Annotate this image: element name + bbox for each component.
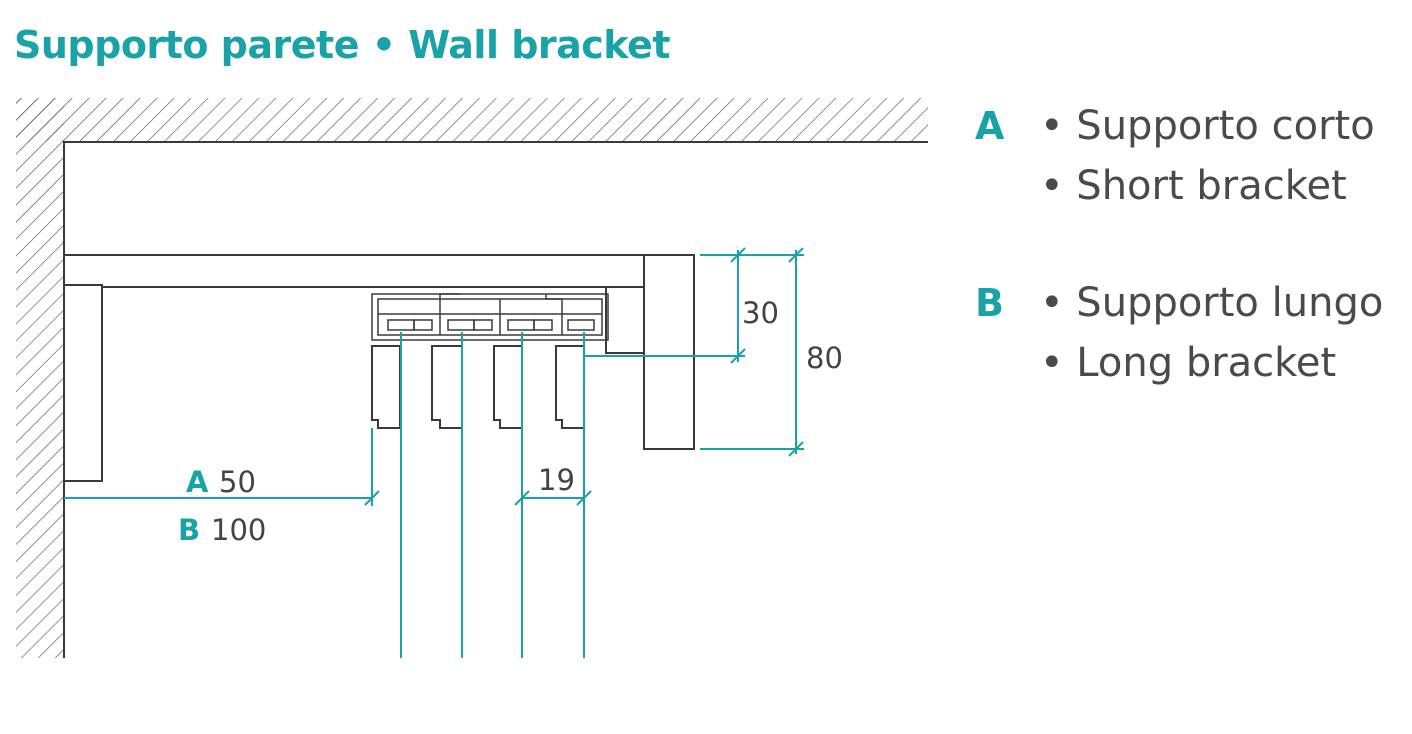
dim-bracket-height: 80 <box>806 341 843 375</box>
end-cap-block <box>643 254 695 450</box>
dim-a-letter: A <box>186 465 209 499</box>
wall-mount-block <box>63 284 103 482</box>
end-cap-inner <box>605 286 645 354</box>
legend-b-line1: • Supporto lungo <box>1040 280 1383 326</box>
dim-a-value: 50 <box>219 465 256 499</box>
legend: A • Supporto corto • Short bracket B • S… <box>975 103 1383 386</box>
curtain-lines <box>400 332 585 658</box>
legend-b-line2: • Long bracket <box>1040 340 1336 386</box>
diagram-title: Supporto parete • Wall bracket <box>14 23 670 67</box>
dim-track-height: 30 <box>742 296 779 330</box>
dimension-lines <box>64 247 804 506</box>
bracket-plate <box>63 254 695 288</box>
dim-b-value: 100 <box>211 513 266 547</box>
track-profile <box>371 293 609 341</box>
ceiling-wall-hatching <box>16 98 928 658</box>
legend-a-line2: • Short bracket <box>1040 163 1347 209</box>
curtain-runners <box>371 345 585 429</box>
dim-spacing: 19 <box>538 463 575 497</box>
legend-a-letter: A <box>975 104 1005 148</box>
legend-a-line1: • Supporto corto <box>1040 103 1375 149</box>
dim-b-letter: B <box>178 513 200 547</box>
legend-b-letter: B <box>975 281 1004 325</box>
